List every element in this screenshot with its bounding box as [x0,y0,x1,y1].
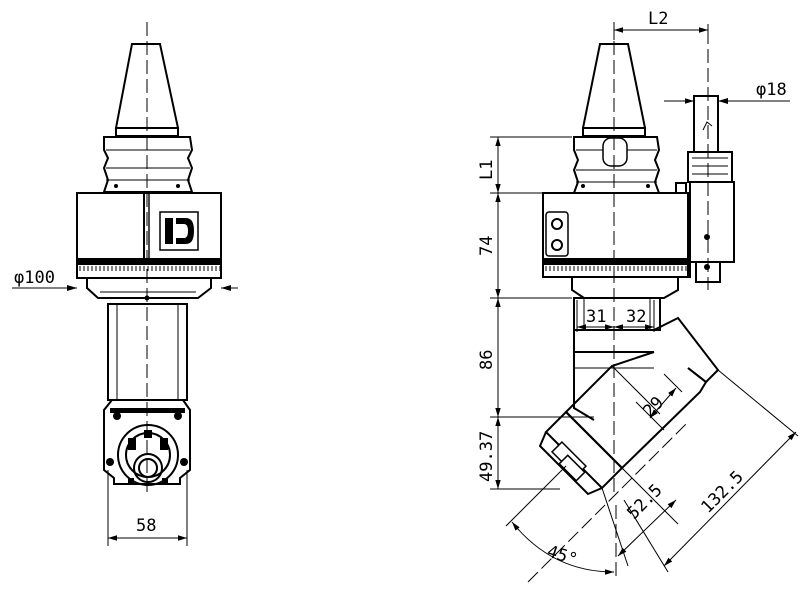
side-dim-right-offset-label: 32 [626,307,646,327]
side-dim-coolant-diameter: φ18 [664,80,790,104]
side-angled-head [527,316,720,583]
front-knurl-ticks [79,266,221,271]
side-dim-angle-label: 45° [544,542,579,571]
side-view: L2 φ18 L1 74 86 49.37 [477,9,799,583]
side-dim-vertical-chain: L1 74 86 49.37 [477,136,594,490]
front-view: φ100 58 [12,22,238,546]
front-collet-nut [117,424,179,486]
front-dim-body-diameter: φ100 [12,268,238,291]
side-shank [573,297,661,331]
side-dim-l2-label: L2 [648,9,668,29]
side-dim-nose-length-label: 52.5 [623,480,666,523]
side-dim-spindle-offset: 29 [635,373,683,431]
side-knurl-ticks [545,266,687,271]
side-dim-nose-height-label: 49.37 [477,431,497,482]
side-dim-offsets: 31 32 [576,300,655,332]
side-dim-l2: L2 [613,9,709,40]
side-coolant-unit [687,30,735,290]
logo-icon [159,211,199,251]
side-dim-head-height-label: 74 [477,236,497,256]
side-dim-body-length-label: 86 [477,350,497,370]
side-dim-total-length-label: 132.5 [697,467,747,517]
front-dim-shank-width: 58 [107,470,188,546]
side-dim-flange-height-label: L1 [477,160,497,180]
front-nose [103,399,191,485]
front-lower-flange [86,277,212,299]
front-dim-shank-width-label: 58 [136,516,156,536]
side-dim-left-offset-label: 31 [586,307,606,327]
side-dim-nose-length: 52.5 [601,467,679,567]
front-flange [102,136,194,193]
side-lower-flange [571,276,679,299]
front-knurl-band [77,260,221,265]
front-dim-body-diameter-label: φ100 [14,268,55,288]
side-dim-angle: 45° [505,465,615,575]
side-dim-coolant-diameter-label: φ18 [756,80,787,100]
